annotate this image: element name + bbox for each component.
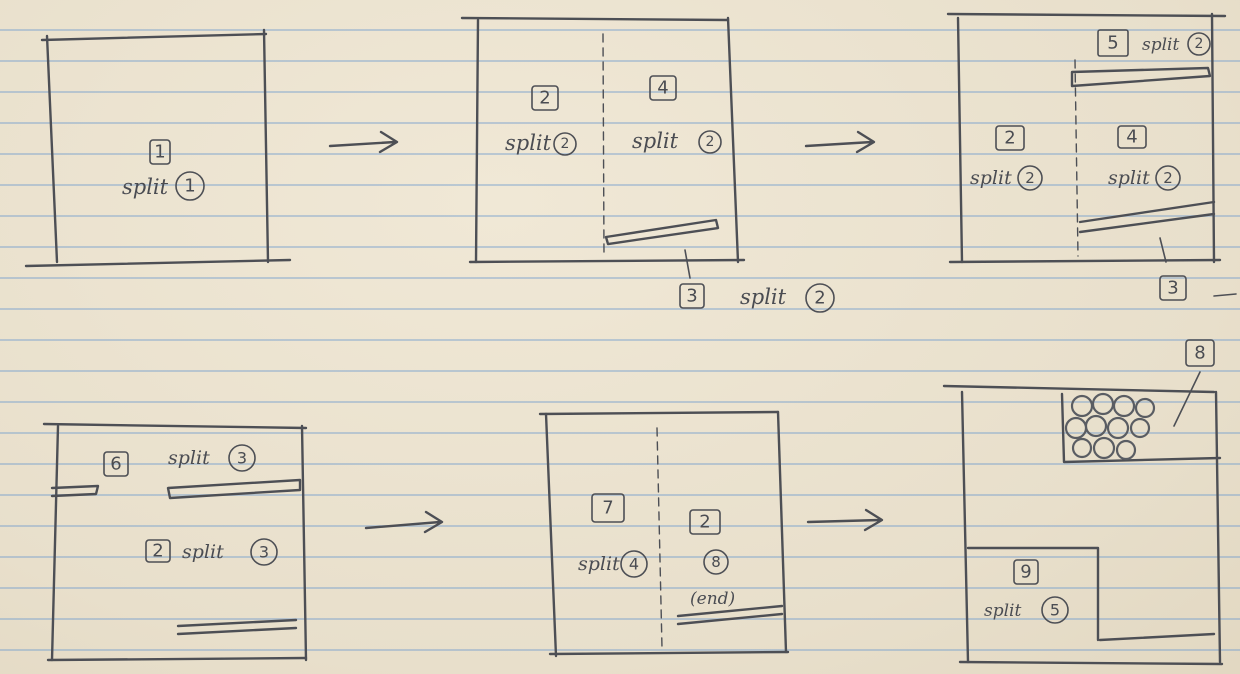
split-label-3c-text: split [1108, 167, 1150, 189]
top-strip [1072, 68, 1210, 86]
box-label-9-text: 9 [1020, 562, 1031, 583]
panel-2: 2 split 2 4 split 2 3 split 2 [462, 18, 834, 312]
arrow-5-to-6 [808, 510, 882, 530]
strip-element [606, 220, 718, 244]
split-circle-3c-num: 2 [1163, 169, 1173, 187]
split-circle-1-num: 1 [184, 176, 195, 197]
split-label-1-text: split [122, 175, 169, 199]
panel-6: 8 9 split 5 [944, 340, 1222, 664]
split-label-5a-text: split [578, 553, 620, 575]
split-circle-2a-num: 2 [561, 136, 570, 152]
box-label-3-text: 3 [686, 286, 697, 307]
box-label-2-p4-text: 2 [152, 541, 163, 562]
split-label-2a-text: split [505, 131, 552, 155]
split-label-4b-text: split [182, 541, 224, 563]
split-label-2c-text: split [740, 285, 787, 309]
split-label-3a-text: split [1142, 35, 1179, 55]
panel-1: 1 split 1 [26, 30, 290, 266]
box-label-6-text: 6 [110, 454, 121, 475]
box-label-4-text: 4 [657, 78, 668, 99]
packed-circles [1066, 394, 1154, 459]
bottom-strip [1080, 202, 1214, 232]
split-label-2b-text: split [632, 129, 679, 153]
split-circle-5a-num: 4 [629, 555, 639, 574]
box-label-4-p3-text: 4 [1126, 127, 1137, 148]
circle-label-8-num: 8 [711, 553, 721, 571]
split-label-4a-text: split [168, 447, 210, 469]
split-circle-4b-num: 3 [259, 543, 269, 562]
box-label-1-text: 1 [154, 142, 165, 163]
box-label-2-p3-text: 2 [1004, 128, 1015, 149]
panel-4: 6 split 3 2 split 3 [44, 424, 306, 660]
box-label-8-text: 8 [1194, 343, 1205, 364]
split-circle-2b-num: 2 [706, 134, 715, 150]
split-label-3b-text: split [970, 167, 1012, 189]
arrow-4-to-5 [366, 512, 442, 532]
split-circle-3a-num: 2 [1195, 36, 1204, 52]
box-label-3-p3-text: 3 [1167, 278, 1178, 299]
box-label-2-p5-text: 2 [699, 512, 710, 533]
split-circle-4a-num: 3 [237, 449, 247, 468]
panel-5: 7 split 4 2 8 (end) [540, 412, 788, 656]
panel-3: 5 split 2 2 split 2 4 split 2 3 [948, 14, 1236, 300]
box-label-7-text: 7 [602, 498, 613, 519]
arrow-cut-off [1214, 294, 1236, 296]
box-label-2-text: 2 [539, 88, 550, 109]
end-label: (end) [690, 589, 735, 609]
box-label-5-text: 5 [1107, 33, 1118, 54]
split-circle-3b-num: 2 [1025, 169, 1035, 187]
split-label-6-text: split [984, 601, 1021, 621]
split-circle-2c-num: 2 [814, 288, 825, 309]
arrow-1-to-2 [330, 132, 397, 152]
split-circle-6-num: 5 [1050, 601, 1060, 620]
arrow-2-to-3 [806, 132, 874, 152]
